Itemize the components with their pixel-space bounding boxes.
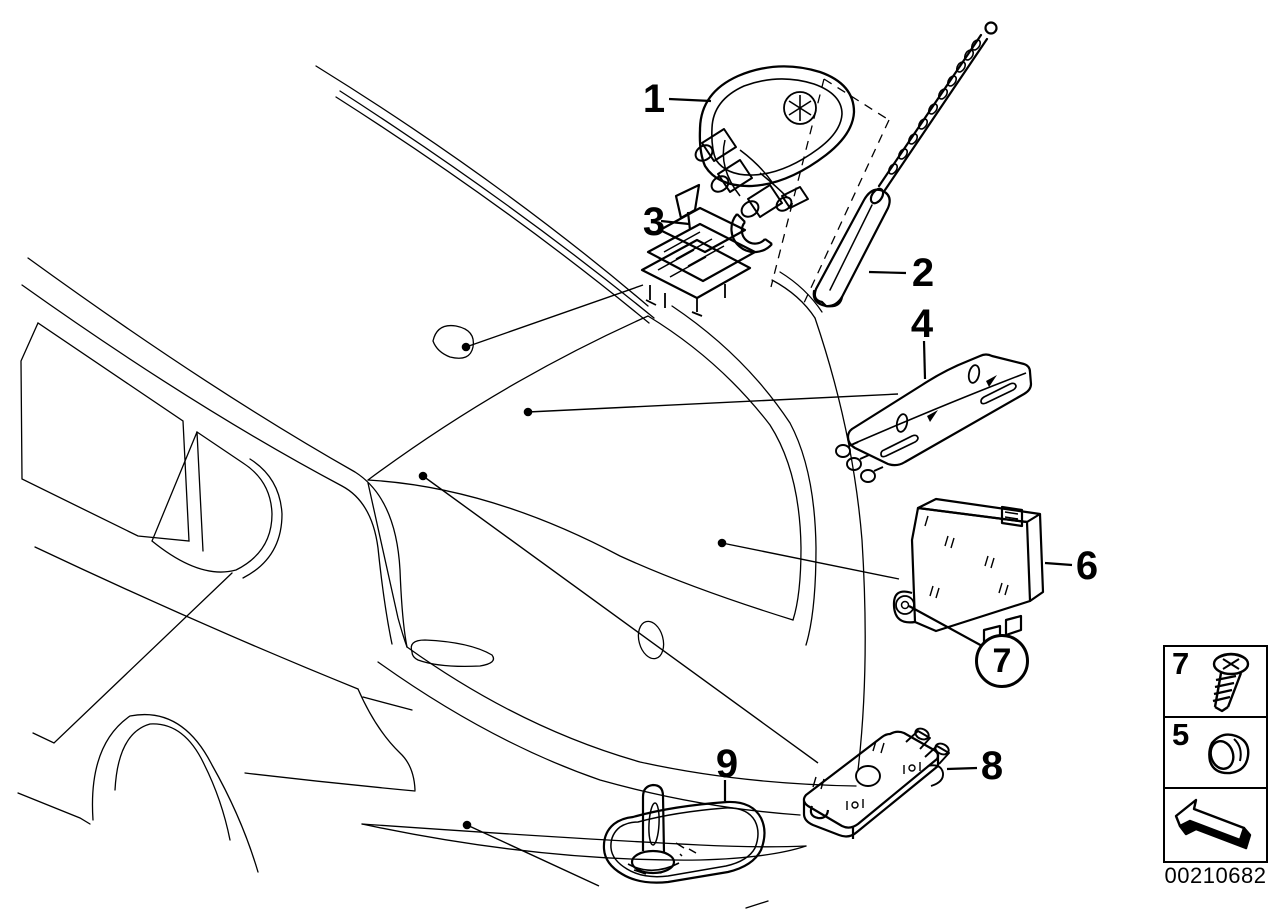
part-6-control-module (892, 497, 1045, 647)
part-3-antenna-bracket (640, 183, 773, 317)
legend-ref-5: 5 (1172, 717, 1190, 752)
mast-socket-mark (788, 95, 812, 121)
seal-dash-marks (675, 842, 697, 857)
legend-row-screw: 7 (1165, 647, 1266, 718)
callout-8[interactable]: 8 (980, 744, 1004, 788)
legend-row-direction (1165, 789, 1266, 859)
mounting-tab (892, 590, 916, 624)
part-2-antenna-rod (812, 21, 998, 308)
callout-9[interactable]: 9 (715, 742, 739, 786)
callout-6[interactable]: 6 (1075, 544, 1099, 588)
legend-ref-7: 7 (1172, 646, 1190, 681)
callout-3[interactable]: 3 (642, 200, 666, 244)
callout-pointer-lines (660, 97, 1073, 801)
bracket-feet (645, 284, 726, 317)
leader-lines (418, 284, 900, 887)
car-body-outline (17, 65, 866, 909)
callout-1[interactable]: 1 (642, 77, 666, 121)
rod-segments (887, 39, 982, 175)
roof-antenna-location-marker (432, 324, 475, 359)
legend-box: 7 5 (1163, 645, 1268, 863)
direction-arrow-icon (1174, 798, 1252, 850)
antenna-connector-plugs (694, 128, 809, 218)
document-number: 00210682 (1164, 863, 1267, 888)
part-1-roof-antenna-housing (694, 65, 856, 218)
part-9-base-seal (602, 783, 766, 884)
amplifier8-connectors (905, 727, 950, 787)
callout-4[interactable]: 4 (910, 302, 934, 346)
screw-icon (1212, 652, 1250, 713)
module-tick-marks (924, 515, 1009, 599)
grommet-icon (1208, 733, 1250, 775)
part-4-antenna-amplifier (835, 353, 1033, 483)
callout-7-circled[interactable]: 7 (975, 634, 1029, 688)
amplifier-connectors (835, 441, 884, 483)
part-8-antenna-amplifier (802, 727, 950, 839)
callout-2[interactable]: 2 (911, 251, 935, 295)
amplifier8-marks (812, 740, 921, 810)
legend-row-grommet: 5 (1165, 718, 1266, 789)
amplifier-edge-slots (880, 382, 1017, 458)
